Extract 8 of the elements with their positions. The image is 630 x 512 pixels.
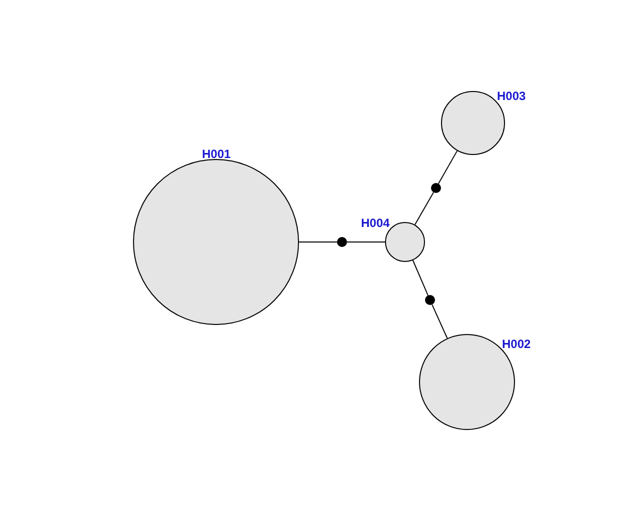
connector-line: [432, 304, 448, 339]
haplotype-label: H003: [497, 90, 526, 102]
haplotype-label: H004: [361, 217, 390, 229]
connector-line: [438, 150, 458, 184]
haplotype-label: H001: [202, 148, 231, 160]
haplotype-label: H002: [502, 338, 531, 350]
connector-line: [414, 192, 434, 226]
connector-line: [412, 260, 429, 296]
